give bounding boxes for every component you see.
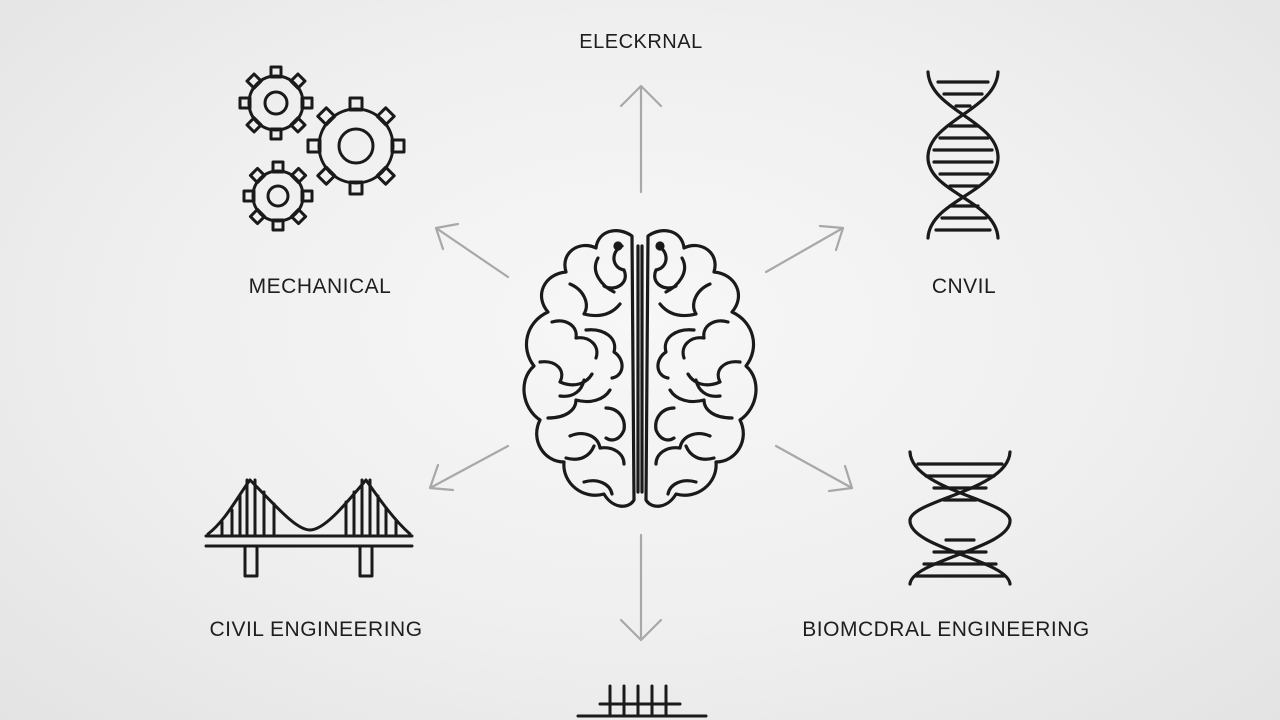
gear-small-bottom-icon (242, 160, 314, 232)
arrow-down (619, 533, 663, 642)
dna-icon (926, 70, 1000, 240)
node-label-civil-engineering: CIVIL ENGINEERING (209, 618, 423, 641)
arrow-down-left (428, 444, 510, 492)
dna-icon (908, 450, 1012, 586)
node-label-electrical: ELECKRNAL (579, 31, 703, 53)
node-label-biomedical: BIOMCDRAL ENGINEERING (802, 618, 1090, 641)
arrow-up (619, 84, 663, 194)
node-label-mechanical: MECHANICAL (248, 275, 392, 298)
bridge-icon (204, 478, 414, 578)
microchip-icon (576, 684, 708, 718)
arrow-down-right (774, 444, 854, 493)
arrows (428, 84, 854, 642)
gear-large-icon (306, 96, 406, 196)
arrow-up-left (434, 222, 510, 279)
brain-icon (522, 229, 758, 508)
gear-small-top-icon (238, 65, 314, 141)
node-label-civil: CNVIL (931, 275, 997, 298)
arrow-up-right (764, 224, 845, 274)
gears-icon (238, 65, 406, 232)
